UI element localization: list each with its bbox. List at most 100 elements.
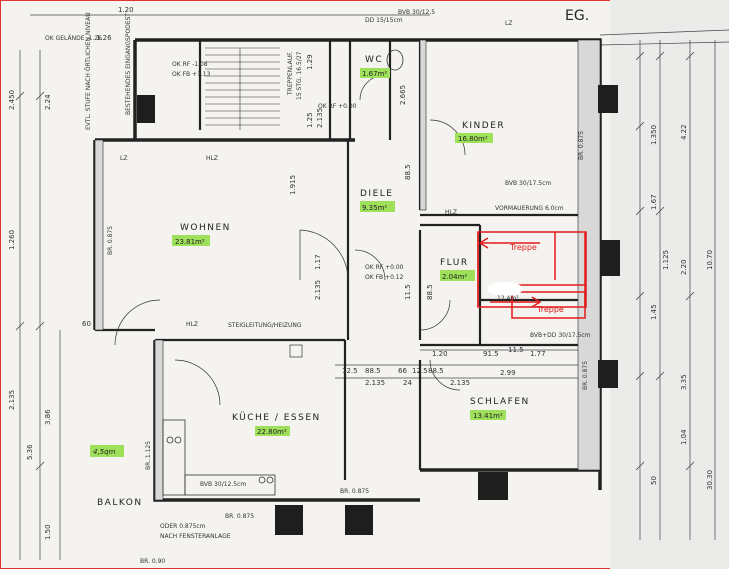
dim-885c: 88.5: [365, 367, 381, 375]
room-name-wohnen: WOHNEN: [180, 223, 231, 233]
dim-2135b: 2.135: [314, 280, 322, 300]
dim-2135e: 2.135: [450, 379, 470, 387]
windows: [137, 85, 620, 535]
ok-fb-top: OK FB +1.13: [172, 71, 211, 78]
br-bottom: BR. 0.90: [140, 558, 165, 565]
ok-rf-flur: OK RF +0.00: [365, 264, 404, 271]
room-area-wohnen: 23.81m²: [175, 238, 205, 246]
stair-steps: [205, 47, 280, 130]
treppe-label-2: Treppe: [536, 305, 564, 314]
dim-536: 5.36: [26, 444, 34, 460]
dim-2135c: 2.135: [316, 108, 324, 128]
dim-117: 1.17: [314, 254, 322, 270]
dimension-lines: [19, 14, 729, 560]
dim-220: 2.20: [680, 259, 688, 275]
dim-224: 2.24: [44, 94, 52, 110]
dd-label: DD 15/15cm: [365, 17, 403, 24]
bvb-kueche: BVB 30/12.5cm: [200, 481, 246, 488]
bvb-top: BVB 30/12.5: [398, 9, 435, 16]
dim-386: 3.86: [44, 409, 52, 425]
br-kueche: BR. 0.875: [340, 488, 369, 495]
nach-fenster: NACH FENSTERANLAGE: [160, 533, 231, 540]
lz-label-1: LZ: [120, 155, 127, 162]
dim-125b: 12.5: [342, 367, 358, 375]
dim-50: 50: [650, 476, 658, 485]
window-schlafen: [598, 360, 618, 388]
kitchen-counter: [162, 419, 276, 496]
room-name-diele: DIELE: [360, 189, 393, 199]
bvb-schlafen: BVB+DD 30/17.5cm: [530, 332, 591, 339]
dim-885: 88.5: [404, 164, 412, 180]
lz-label-2: LZ: [505, 20, 512, 27]
area-highlights: [90, 68, 506, 457]
evtl-stufe: EVTL. STUFE NACH ÖRTLICHEN NIVEAU: [85, 12, 92, 130]
ok-rf-top: OK RF -1.08: [172, 61, 208, 68]
dim-120: 1.20: [118, 6, 134, 14]
dim-2135: 2.135: [8, 390, 16, 410]
dim-104: 1.04: [680, 429, 688, 445]
dim-299: 2.99: [500, 369, 516, 377]
dim-1070: 10.70: [706, 250, 714, 270]
dim-885b: 88.5: [426, 284, 434, 300]
room-area-diele: 9.35m²: [362, 204, 387, 212]
dim-335: 3.35: [680, 374, 688, 390]
hlz-label-3: HLZ: [445, 209, 457, 216]
window-flur: [600, 240, 620, 276]
br-wohnen: BR. 0.875: [107, 226, 114, 255]
room-area-balkon: 4,5qm: [93, 448, 116, 456]
dim-24: 24: [403, 379, 412, 387]
ok-gelaende: OK GELÄNDE -1.26: [45, 35, 102, 42]
white-blob: [487, 282, 523, 296]
hlz-label-2: HLZ: [206, 155, 218, 162]
dim-915: 91.5: [483, 350, 499, 358]
oder-label: ODER 0.875cm: [160, 523, 206, 530]
dim-120b: 1.20: [432, 350, 448, 358]
treppe-stg: 15 STG. 16.5/27: [296, 51, 303, 100]
room-name-wc: WC: [365, 55, 383, 65]
dim-126: 1.26: [96, 34, 112, 42]
room-area-kueche: 22.80m²: [257, 428, 287, 436]
br-schlafen: BR. 0.875: [582, 361, 589, 390]
dim-177: 1.77: [530, 350, 546, 358]
window-hall: [137, 95, 155, 123]
dim-129: 1.29: [306, 54, 314, 70]
stair-box-2: [511, 291, 586, 319]
shaft: [289, 344, 303, 358]
window-kueche-2: [345, 505, 373, 535]
red-markup: [477, 231, 587, 319]
br-kinder: BR. 0.875: [578, 131, 585, 160]
dim-1915: 1.915: [289, 175, 297, 195]
room-name-schlafen: SCHLAFEN: [470, 397, 530, 407]
room-name-flur: FLUR: [440, 258, 469, 268]
ok-rf-mid: OK RF +0.00: [318, 103, 357, 110]
dim-2135d: 2.135: [365, 379, 385, 387]
room-name-balkon: BALKON: [97, 498, 143, 508]
dim-125c: 12.5: [412, 367, 428, 375]
paper-shade: [610, 0, 729, 569]
dim-1350: 1.350: [650, 125, 658, 145]
dim-422: 4.22: [680, 124, 688, 140]
room-area-wc: 1.67m²: [362, 70, 387, 78]
room-area-flur: 2.04m²: [442, 273, 467, 281]
dim-150: 1.50: [44, 524, 52, 540]
small-room-area: 12.4m²: [497, 295, 519, 302]
vormauerung: VORMAUERUNG 6.0cm: [495, 205, 564, 212]
ok-fb-flur: OK FB +0.12: [365, 274, 404, 281]
wc-fixture: [386, 49, 404, 71]
br-balkon: BR..1.125: [145, 441, 152, 470]
dim-115: 11.5: [404, 284, 412, 300]
room-area-kinder: 16.80m²: [458, 135, 488, 143]
bvb-kinder: BVB 30/17.5cm: [505, 180, 551, 187]
window-schlafen-bottom: [478, 472, 508, 500]
treppe-label-1: Treppe: [509, 243, 537, 252]
dim-115b: 11.5: [508, 346, 524, 354]
door-swings: [114, 74, 466, 406]
dim-2665: 2.665: [399, 85, 407, 105]
room-name-kinder: KINDER: [462, 121, 505, 131]
treppenlauf: TREPPENLAUF.: [287, 51, 294, 96]
steigleitung: STEIGLEITUNG/HEIZUNG: [228, 322, 302, 329]
dim-66: 66: [398, 367, 407, 375]
dim-885d: 88.5: [428, 367, 444, 375]
